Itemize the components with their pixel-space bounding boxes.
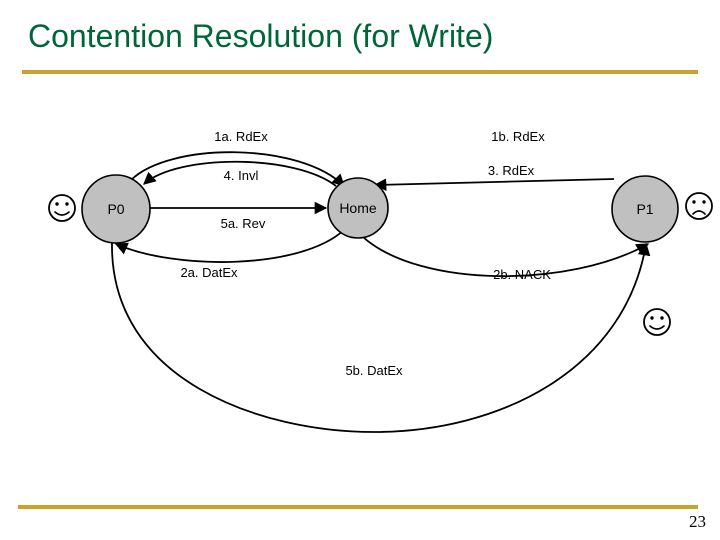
node-p0[interactable] (81, 174, 151, 244)
node-home-label: Home (339, 200, 377, 216)
node-home[interactable] (327, 177, 389, 239)
smiley-face-icon (48, 194, 76, 222)
smiley-face-icon (643, 308, 671, 336)
edge-5b-datex (111, 242, 651, 433)
edge-label-1a-rdex: 1a. RdEx (214, 129, 268, 144)
edge-label-3-rdex: 3. RdEx (488, 163, 535, 178)
contention-resolution-diagram: P0 Home P1 1a. RdEx 1b. RdEx 4. Invl 3. … (0, 80, 720, 500)
node-p1[interactable] (611, 175, 679, 243)
edge-label-2a-datex: 2a. DatEx (180, 265, 238, 280)
edge-label-5b-datex: 5b. DatEx (345, 363, 403, 378)
edge-1a-rdex (130, 151, 345, 187)
node-p0-label: P0 (107, 201, 124, 217)
edge-2a-datex (114, 229, 345, 263)
edge-4-invl (143, 160, 337, 187)
page-number: 23 (689, 512, 706, 531)
edge-3-rdex (373, 178, 615, 192)
edge-label-1b-rdex: 1b. RdEx (491, 129, 545, 144)
title-divider (22, 70, 698, 74)
footer-divider (18, 505, 698, 509)
page-title: Contention Resolution (for Write) (28, 18, 494, 54)
edge-2b-nack (362, 236, 650, 278)
edge-label-4-invl: 4. Invl (224, 168, 259, 183)
edge-label-2b-nack: 2b. NACK (493, 267, 551, 282)
sad-face-icon (685, 192, 713, 220)
edge-label-5a-rev: 5a. Rev (221, 216, 266, 231)
diagram-svg: P0 Home P1 1a. RdEx 1b. RdEx 4. Invl 3. … (48, 129, 713, 433)
node-p1-label: P1 (636, 201, 653, 217)
